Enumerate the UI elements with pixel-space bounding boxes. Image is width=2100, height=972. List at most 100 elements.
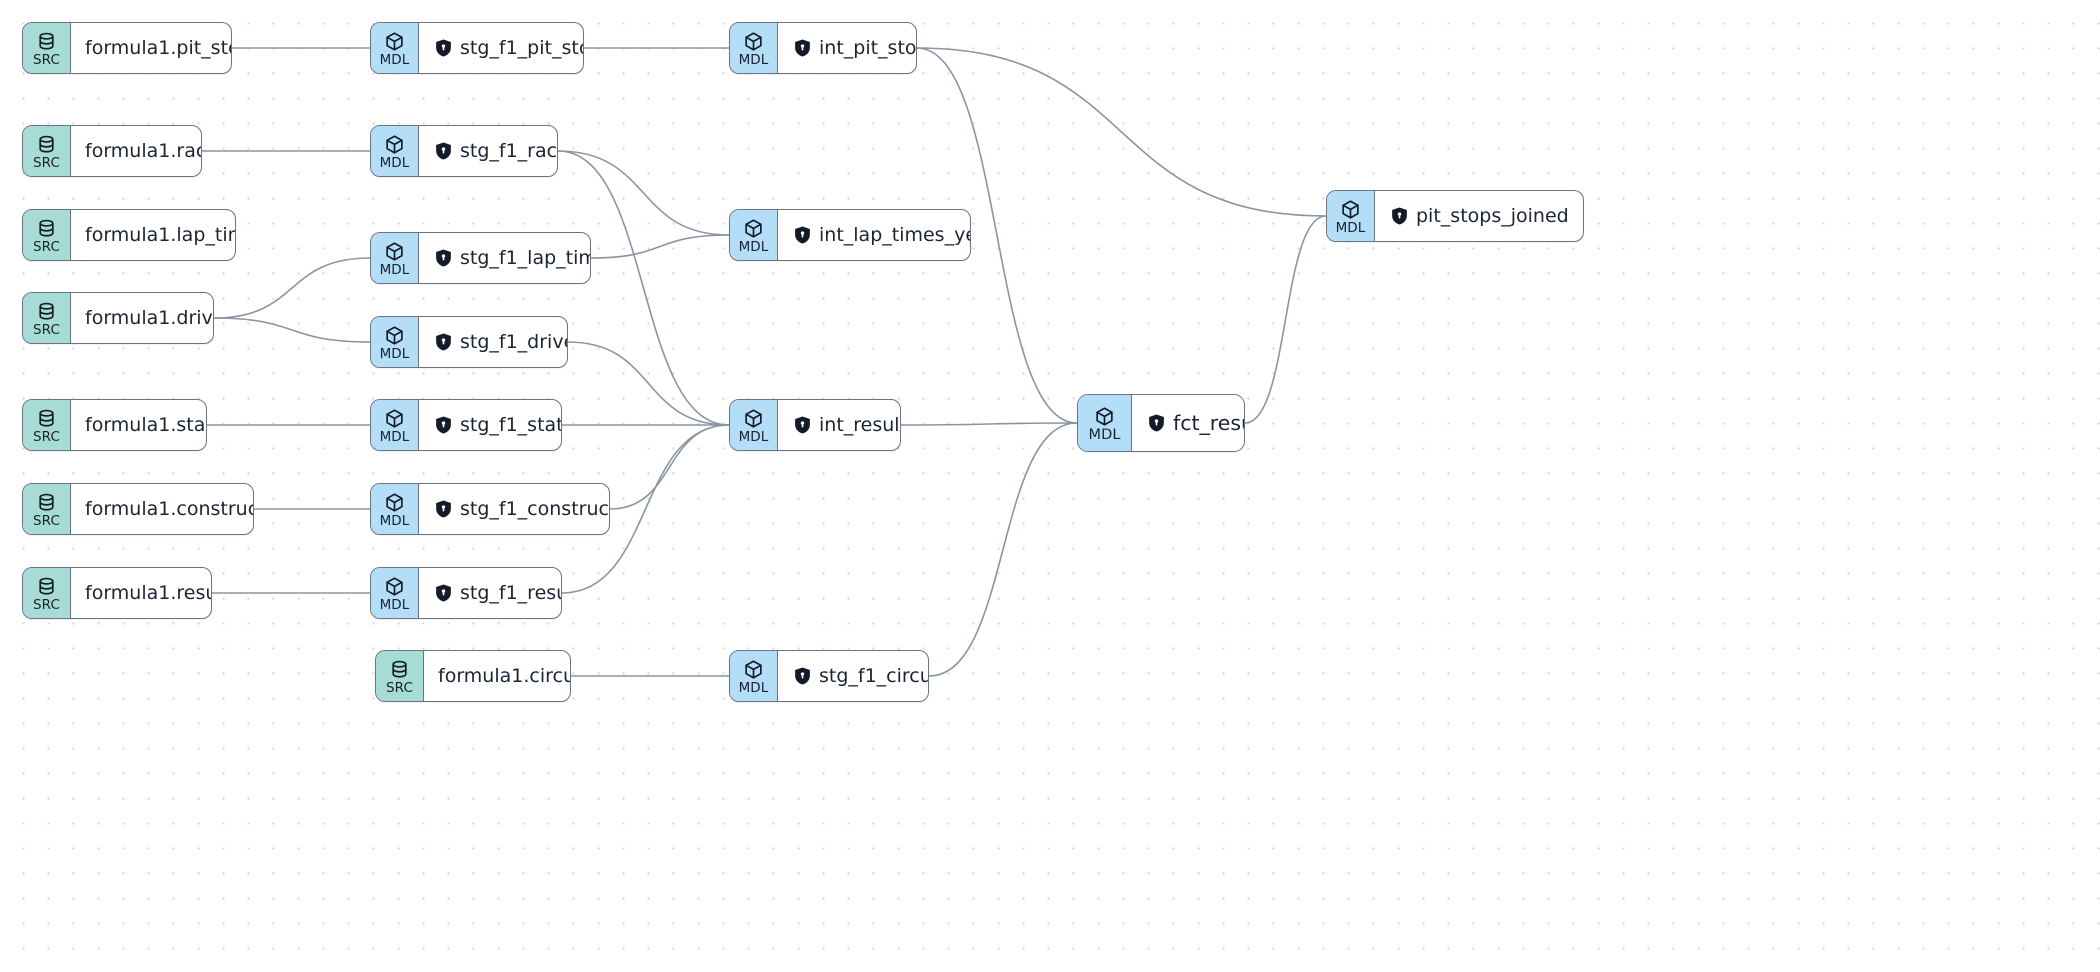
graph-node-fct_results[interactable]: MDL fct_results bbox=[1077, 394, 1245, 452]
node-body: formula1.races bbox=[71, 126, 201, 176]
badge-label: MDL bbox=[379, 262, 410, 278]
shield-lock-icon bbox=[436, 142, 451, 160]
graph-node-src_circuits[interactable]: SRC formula1.circuits bbox=[375, 650, 571, 702]
graph-node-stg_lap_times[interactable]: MDL stg_f1_lap_times bbox=[370, 232, 591, 284]
source-badge: SRC bbox=[23, 126, 71, 176]
node-body: formula1.pit_stops bbox=[71, 23, 231, 73]
shield-lock-icon bbox=[1149, 414, 1164, 432]
badge-label: MDL bbox=[379, 52, 410, 68]
node-body: fct_results bbox=[1132, 395, 1244, 451]
cube-icon bbox=[386, 32, 403, 51]
node-body: stg_f1_drivers bbox=[419, 317, 567, 367]
cube-icon bbox=[386, 409, 403, 428]
shield-lock-icon bbox=[436, 584, 451, 602]
node-body: pit_stops_joined bbox=[1375, 191, 1583, 241]
node-body: stg_f1_pit_stops bbox=[419, 23, 583, 73]
node-label: formula1.races bbox=[85, 139, 201, 162]
node-body: int_results bbox=[778, 400, 900, 450]
edge-fct_results-to-pit_stops_joined bbox=[1244, 215, 1327, 424]
shield-lock-icon bbox=[436, 249, 451, 267]
model-badge: MDL bbox=[371, 23, 419, 73]
graph-node-src_constructors[interactable]: SRC formula1.constructors bbox=[22, 483, 254, 535]
node-body: formula1.lap_times bbox=[71, 210, 235, 260]
badge-label: MDL bbox=[738, 429, 769, 445]
database-icon bbox=[39, 135, 54, 153]
cube-icon bbox=[1342, 200, 1359, 219]
database-icon bbox=[392, 660, 407, 678]
graph-node-src_status[interactable]: SRC formula1.status bbox=[22, 399, 207, 451]
node-body: formula1.drivers bbox=[71, 293, 213, 343]
model-badge: MDL bbox=[371, 400, 419, 450]
node-label: int_pit_stops bbox=[819, 36, 917, 59]
node-label: formula1.status bbox=[85, 413, 206, 436]
model-badge: MDL bbox=[1078, 395, 1132, 451]
badge-label: SRC bbox=[32, 429, 60, 445]
graph-node-int_lap_times_years[interactable]: MDL int_lap_times_years bbox=[729, 209, 971, 261]
node-body: int_pit_stops bbox=[778, 23, 917, 73]
badge-label: MDL bbox=[379, 429, 410, 445]
badge-label: SRC bbox=[32, 513, 60, 529]
model-badge: MDL bbox=[371, 126, 419, 176]
badge-label: MDL bbox=[379, 346, 410, 362]
node-label: fct_results bbox=[1173, 410, 1244, 435]
node-label: stg_f1_lap_times bbox=[460, 246, 590, 269]
badge-label: SRC bbox=[32, 155, 60, 171]
source-badge: SRC bbox=[23, 23, 71, 73]
badge-label: SRC bbox=[32, 597, 60, 613]
node-label: formula1.results bbox=[85, 581, 211, 604]
model-badge: MDL bbox=[371, 568, 419, 618]
node-label: stg_f1_drivers bbox=[460, 330, 567, 353]
cube-icon bbox=[386, 135, 403, 154]
source-badge: SRC bbox=[23, 210, 71, 260]
edge-src_drivers-to-stg_lap_times bbox=[213, 257, 371, 319]
badge-label: SRC bbox=[385, 680, 413, 696]
source-badge: SRC bbox=[376, 651, 424, 701]
graph-node-src_lap_times[interactable]: SRC formula1.lap_times bbox=[22, 209, 236, 261]
cube-icon bbox=[745, 32, 762, 51]
model-badge: MDL bbox=[371, 317, 419, 367]
node-label: stg_f1_status bbox=[460, 413, 562, 436]
model-badge: MDL bbox=[371, 233, 419, 283]
source-badge: SRC bbox=[23, 400, 71, 450]
model-badge: MDL bbox=[730, 400, 778, 450]
node-body: int_lap_times_years bbox=[778, 210, 970, 260]
source-badge: SRC bbox=[23, 568, 71, 618]
database-icon bbox=[39, 302, 54, 320]
model-badge: MDL bbox=[1327, 191, 1375, 241]
graph-node-int_results[interactable]: MDL int_results bbox=[729, 399, 901, 451]
node-label: int_lap_times_years bbox=[819, 223, 970, 246]
database-icon bbox=[39, 577, 54, 595]
badge-label: MDL bbox=[379, 155, 410, 171]
graph-node-stg_drivers[interactable]: MDL stg_f1_drivers bbox=[370, 316, 568, 368]
graph-node-src_races[interactable]: SRC formula1.races bbox=[22, 125, 202, 177]
edge-stg_lap_times-to-int_lap_times_years bbox=[590, 234, 730, 259]
node-body: stg_f1_constructors bbox=[419, 484, 609, 534]
node-label: int_results bbox=[819, 413, 900, 436]
graph-node-stg_pit_stops[interactable]: MDL stg_f1_pit_stops bbox=[370, 22, 584, 74]
badge-label: MDL bbox=[738, 680, 769, 696]
cube-icon bbox=[386, 242, 403, 261]
model-badge: MDL bbox=[730, 210, 778, 260]
source-badge: SRC bbox=[23, 484, 71, 534]
node-label: formula1.constructors bbox=[85, 497, 253, 520]
edge-src_drivers-to-stg_drivers bbox=[213, 317, 371, 343]
shield-lock-icon bbox=[795, 667, 810, 685]
badge-label: SRC bbox=[32, 239, 60, 255]
node-label: formula1.drivers bbox=[85, 306, 213, 329]
graph-node-stg_status[interactable]: MDL stg_f1_status bbox=[370, 399, 562, 451]
graph-node-src_results[interactable]: SRC formula1.results bbox=[22, 567, 212, 619]
node-body: formula1.circuits bbox=[424, 651, 570, 701]
edge-stg_drivers-to-int_results bbox=[567, 341, 730, 426]
edge-stg_constructors-to-int_results bbox=[609, 424, 730, 510]
node-body: formula1.results bbox=[71, 568, 211, 618]
